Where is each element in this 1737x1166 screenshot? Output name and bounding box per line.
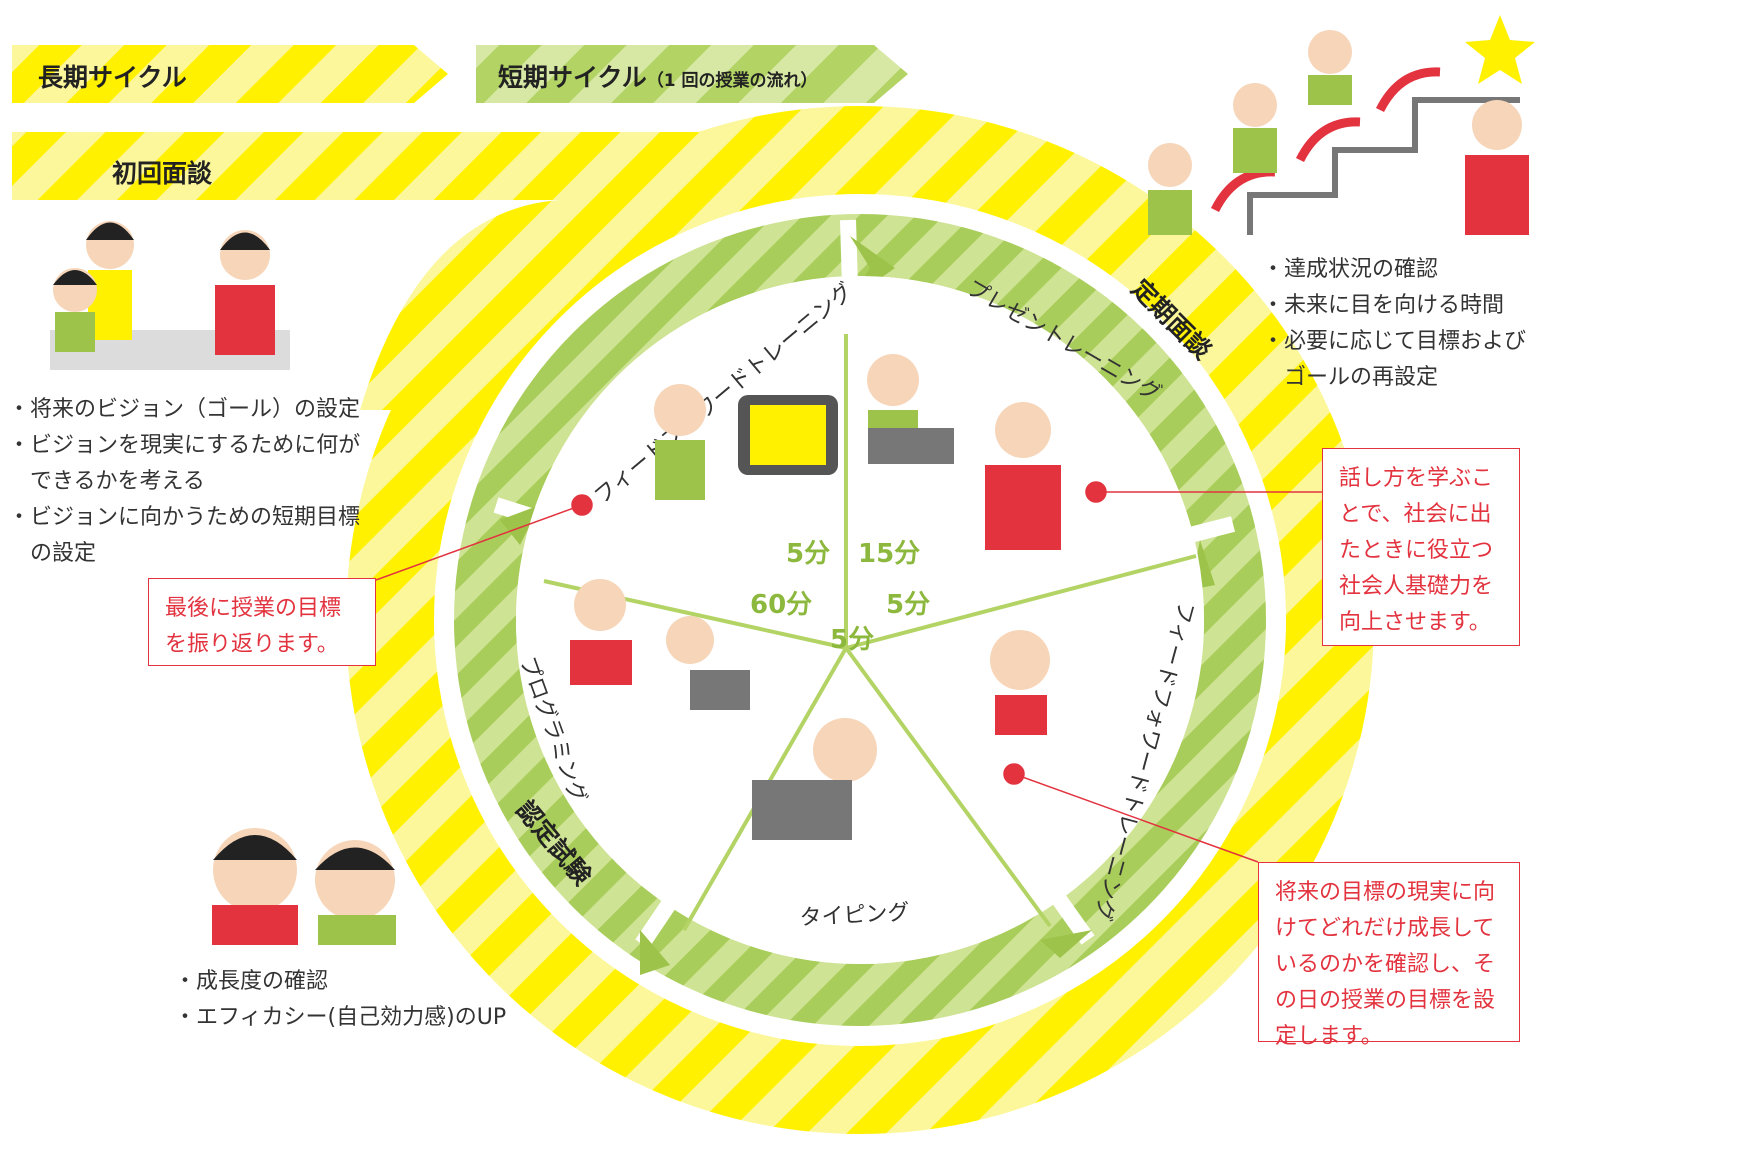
illustration-growth: [1148, 15, 1535, 235]
presentation-callout: 話し方を学ぶことで、社会に出たときに役立つ社会人基礎力を向上させます。: [1322, 448, 1520, 646]
spoke-2: [845, 554, 1197, 650]
seg-label-typing: タイピング: [799, 900, 910, 931]
list-item: ・成長度の確認: [174, 969, 329, 994]
list-item: ・将来のビジョン（ゴール）の設定: [8, 397, 361, 422]
list-item: ・ビジョンに向かうための短期目標: [8, 505, 361, 530]
long-cycle-label: 長期サイクル: [38, 63, 187, 92]
minutes-presentation: 15分: [858, 539, 920, 569]
list-item: ・達成状況の確認: [1262, 257, 1439, 282]
short-cycle-title: 短期サイクル: [498, 63, 647, 92]
illustration-first-interview: [50, 221, 290, 370]
spoke-3: [844, 646, 1052, 928]
list-item: ・ビジョンを現実にするために何が: [8, 433, 361, 458]
minutes-feedforward-top: 5分: [786, 539, 830, 569]
list-item: の設定: [8, 541, 97, 566]
short-cycle-note: （1 回の授業の流れ）: [646, 71, 818, 91]
list-item: ・未来に目を向ける時間: [1262, 293, 1505, 318]
review-callout-text: 最後に授業の目標を振り返ります。: [165, 596, 342, 657]
list-item: できるかを考える: [8, 469, 205, 494]
feedforward-callout: 将来の目標の現実に向けてどれだけ成長しているのかを確認し、その日の授業の目標を設…: [1258, 862, 1520, 1049]
regular-interview-points: ・達成状況の確認 ・未来に目を向ける時間 ・必要に応じて目標および ゴールの再設…: [1262, 252, 1542, 396]
minutes-feedforward-right: 5分: [886, 590, 930, 620]
first-interview-points: ・将来のビジョン（ゴール）の設定 ・ビジョンを現実にするために何が できるかを考…: [8, 392, 388, 572]
short-cycle-banner: 短期サイクル（1 回の授業の流れ）: [476, 45, 908, 103]
certification-points: ・成長度の確認 ・エフィカシー(自己効力感)のUP: [174, 964, 574, 1036]
minutes-programming: 60分: [750, 590, 812, 620]
long-cycle-banner: 長期サイクル: [12, 45, 448, 103]
list-item: ゴールの再設定: [1262, 365, 1439, 390]
review-callout: 最後に授業の目標を振り返ります。: [148, 578, 376, 666]
illustration-segments: [570, 354, 1061, 840]
presentation-callout-text: 話し方を学ぶことで、社会に出たときに役立つ社会人基礎力を向上させます。: [1339, 466, 1494, 635]
short-cycle-label: 短期サイクル（1 回の授業の流れ）: [498, 58, 818, 94]
list-item: ・必要に応じて目標および: [1262, 329, 1527, 354]
minutes-typing: 5分: [830, 625, 874, 655]
feedforward-callout-text: 将来の目標の現実に向けてどれだけ成長しているのかを確認し、その日の授業の目標を設…: [1275, 880, 1496, 1049]
list-item: ・エフィカシー(自己効力感)のUP: [174, 1005, 507, 1030]
first-interview-label: 初回面談: [112, 159, 213, 188]
illustration-certification: [212, 828, 396, 945]
